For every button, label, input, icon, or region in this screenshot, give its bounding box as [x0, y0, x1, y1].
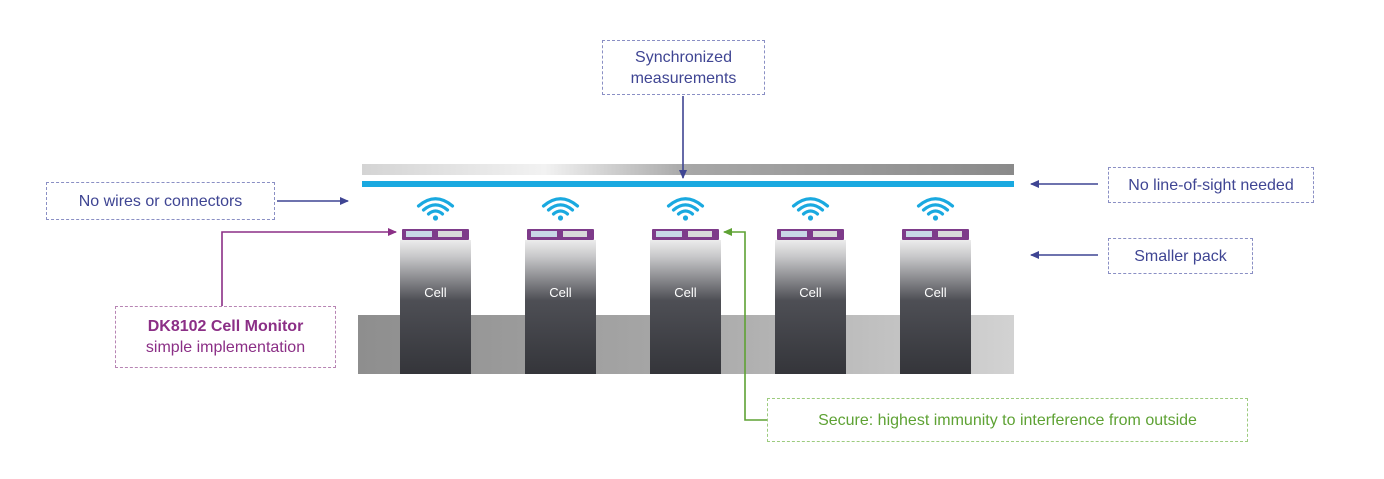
pack-top-cover	[362, 164, 1014, 175]
cell-label: Cell	[924, 285, 947, 300]
wifi-arc	[801, 209, 820, 216]
cell-3: Cell	[650, 197, 721, 374]
wifi-arc	[791, 197, 830, 208]
board-chip	[656, 231, 682, 237]
wifi-icon	[666, 197, 705, 221]
no-line-of-sight-text: No line-of-sight needed	[1128, 176, 1294, 194]
board-component	[688, 231, 712, 237]
smaller-pack-text: Smaller pack	[1134, 247, 1227, 265]
smaller-pack-label: Smaller pack	[1108, 238, 1253, 274]
synchronized-measurements-label: Synchronized measurements	[602, 40, 765, 95]
cell-label: Cell	[799, 285, 822, 300]
synchronized-label-line2: measurements	[630, 69, 737, 87]
board-chip	[906, 231, 932, 237]
wifi-arc	[426, 209, 445, 216]
cell-label: Cell	[674, 285, 697, 300]
board-chip	[531, 231, 557, 237]
cell-monitor-label: DK8102 Cell Monitor simple implementatio…	[115, 306, 336, 368]
wifi-arc	[416, 197, 455, 208]
wifi-arc	[796, 203, 825, 212]
cell-label: Cell	[549, 285, 572, 300]
wifi-dot	[932, 215, 939, 221]
no-line-of-sight-label: No line-of-sight needed	[1108, 167, 1314, 203]
board-component	[438, 231, 462, 237]
cell-1: Cell	[400, 197, 471, 374]
wifi-dot	[807, 215, 814, 221]
cell-body	[775, 240, 846, 374]
wireless-bus-line	[362, 181, 1014, 187]
board-chip	[406, 231, 432, 237]
board-chip	[781, 231, 807, 237]
board-component	[563, 231, 587, 237]
wifi-arc	[666, 197, 705, 208]
secure-text: Secure: highest immunity to interference…	[818, 411, 1197, 429]
wifi-icon	[541, 197, 580, 221]
wifi-arc	[541, 197, 580, 208]
wifi-dot	[557, 215, 564, 221]
cell-monitor-connector	[221, 228, 397, 306]
cell-monitor-title: DK8102 Cell Monitor	[147, 318, 304, 335]
wifi-arc	[916, 197, 955, 208]
wifi-dot	[682, 215, 689, 221]
cell-4: Cell	[775, 197, 846, 374]
cell-label: Cell	[424, 285, 447, 300]
cell-body	[650, 240, 721, 374]
wifi-arc	[676, 209, 695, 216]
wifi-arc	[551, 209, 570, 216]
wifi-arc	[926, 209, 945, 216]
cell-body	[525, 240, 596, 374]
secure-label: Secure: highest immunity to interference…	[767, 398, 1248, 442]
wifi-icon	[791, 197, 830, 221]
cell-body	[400, 240, 471, 374]
board-component	[938, 231, 962, 237]
cell-monitor-subtitle: simple implementation	[145, 339, 306, 356]
wifi-dot	[432, 215, 439, 221]
wifi-arc	[921, 203, 950, 212]
wifi-arc	[546, 203, 575, 212]
wifi-icon	[916, 197, 955, 221]
cell-5: Cell	[900, 197, 971, 374]
wifi-arc	[421, 203, 450, 212]
cell-body	[900, 240, 971, 374]
cell-2: Cell	[525, 197, 596, 374]
synchronized-label-line1: Synchronized	[635, 48, 732, 66]
wifi-icon	[416, 197, 455, 221]
no-wires-text: No wires or connectors	[78, 192, 243, 210]
wifi-arc	[671, 203, 700, 212]
cells: Cell Cell Cell Cell Cell	[400, 197, 971, 374]
board-component	[813, 231, 837, 237]
no-wires-label: No wires or connectors	[46, 182, 275, 220]
secure-connector	[723, 228, 767, 421]
